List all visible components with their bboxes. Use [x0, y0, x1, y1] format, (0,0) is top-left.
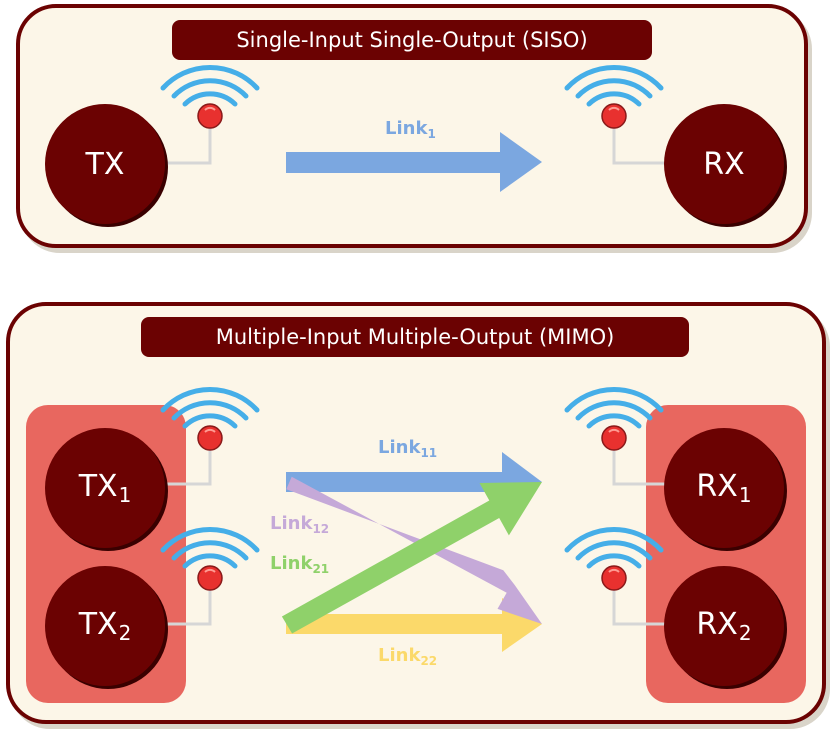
link12-label: Link12	[270, 513, 330, 536]
link11-arrow	[286, 452, 542, 510]
tx2-label: TX2	[78, 607, 132, 645]
link22-arrow	[286, 598, 542, 652]
rx2-label: RX2	[696, 607, 752, 645]
siso-rx-node: RX	[664, 104, 784, 224]
siso-title: Single-Input Single-Output (SISO)	[172, 20, 652, 60]
rx1-label: RX1	[696, 469, 752, 507]
tx-antenna-icon	[163, 67, 257, 128]
antenna-wires	[165, 128, 665, 626]
tx1-antenna-icon	[163, 389, 257, 450]
tx1-node: TX1	[45, 428, 165, 548]
rx1-antenna-icon	[567, 389, 661, 450]
rx2-antenna-icon	[567, 529, 661, 590]
rx-antenna-icon	[567, 67, 661, 128]
link22-label: Link22	[378, 645, 438, 668]
siso-link-label: Link1	[385, 118, 436, 141]
rx1-node: RX1	[664, 428, 784, 548]
siso-rx-label: RX	[703, 146, 745, 182]
link12-arrow	[286, 476, 542, 624]
tx1-label: TX1	[78, 469, 132, 507]
link21-label: Link21	[270, 553, 330, 576]
tx2-node: TX2	[45, 566, 165, 686]
tx2-antenna-icon	[163, 529, 257, 590]
siso-tx-node: TX	[45, 104, 165, 224]
rx2-node: RX2	[664, 566, 784, 686]
siso-tx-label: TX	[85, 146, 125, 182]
link21-arrow	[281, 482, 542, 634]
mimo-title: Multiple-Input Multiple-Output (MIMO)	[141, 317, 689, 357]
siso-link-arrow	[286, 132, 542, 192]
link11-label: Link11	[378, 437, 438, 460]
